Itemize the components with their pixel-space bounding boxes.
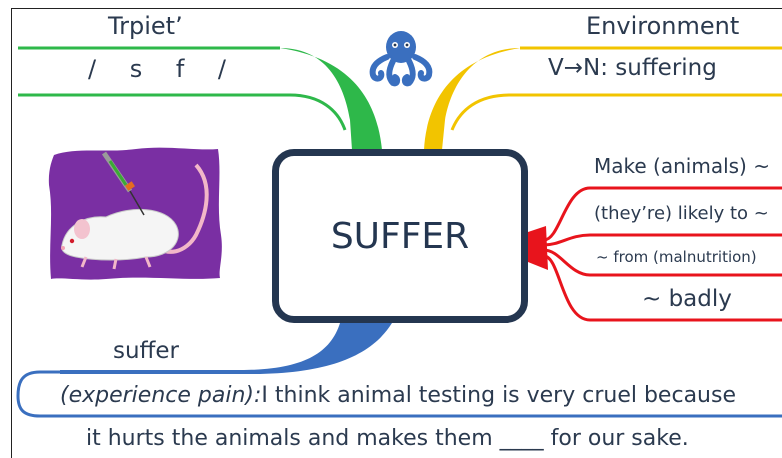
example-text-1: I think animal testing is very cruel bec… [261, 383, 736, 408]
octopus-icon [369, 31, 433, 87]
collocation-item: Make (animals) ~ [594, 154, 770, 178]
frame-top-border [11, 8, 782, 9]
lab-mouse-syringe-icon [48, 147, 222, 280]
definition-text: (experience pain): [60, 383, 262, 408]
meaning-title: suffer [113, 338, 180, 364]
collocation-item: ~ badly [642, 286, 732, 312]
central-topic-label: SUFFER [330, 215, 470, 257]
pronunciation-title: Trpiet’ [108, 12, 183, 40]
word-forms-title: Environment [586, 12, 740, 40]
example-sentence-line2: it hurts the animals and makes them ____… [86, 426, 689, 451]
pronunciation-branch [18, 46, 382, 150]
word-forms-form: V→N: suffering [548, 55, 717, 81]
meaning-branch [16, 323, 782, 418]
frame-left-border [11, 8, 12, 458]
central-topic-box: SUFFER [272, 149, 528, 323]
example-sentence-line1: (experience pain):I think animal testing… [60, 383, 736, 408]
collocation-item: (they’re) likely to ~ [594, 203, 769, 224]
pronunciation-ipa: / s f / [88, 55, 233, 83]
collocations-branch [528, 186, 782, 322]
collocation-item: ~ from (malnutrition) [596, 248, 757, 266]
word-forms-branch [424, 46, 782, 150]
